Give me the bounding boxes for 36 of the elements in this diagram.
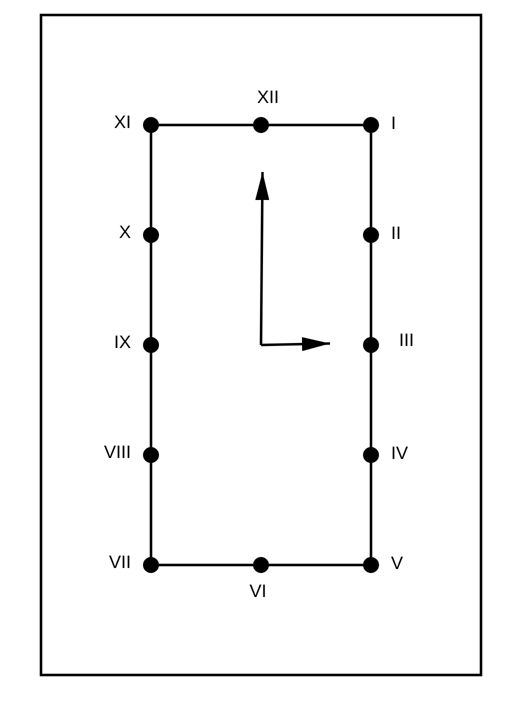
connecting-line	[370, 353, 372, 447]
point-dot	[143, 557, 159, 573]
point-label: III	[399, 330, 414, 350]
point-label: VI	[250, 581, 267, 601]
connecting-line	[159, 564, 253, 566]
connecting-line	[269, 564, 363, 566]
point-dot	[363, 227, 379, 243]
point-dot	[143, 227, 159, 243]
connecting-line	[150, 133, 152, 227]
connecting-line	[370, 463, 372, 557]
point-label: VII	[109, 552, 132, 572]
point-label: I	[391, 113, 396, 133]
point-dot	[143, 337, 159, 353]
point-label: IV	[391, 443, 408, 463]
point-dot	[143, 117, 159, 133]
point-dot	[363, 447, 379, 463]
point-label: XII	[257, 87, 280, 107]
point-dot	[143, 447, 159, 463]
connecting-line	[370, 243, 372, 337]
point-dot	[363, 117, 379, 133]
point-label: XI	[114, 112, 132, 132]
connecting-line	[150, 243, 152, 337]
point-label: II	[391, 223, 402, 243]
connecting-line	[370, 133, 372, 227]
connecting-line	[159, 124, 253, 126]
point-label: X	[119, 222, 132, 242]
point-dot	[363, 557, 379, 573]
point-label: IX	[114, 332, 132, 352]
point-label: VIII	[104, 442, 132, 462]
point-dot	[363, 337, 379, 353]
point-dot	[253, 117, 269, 133]
point-dot	[253, 557, 269, 573]
connecting-line	[150, 353, 152, 447]
connecting-line	[150, 463, 152, 557]
connecting-line	[269, 124, 363, 126]
point-label: V	[391, 553, 404, 573]
